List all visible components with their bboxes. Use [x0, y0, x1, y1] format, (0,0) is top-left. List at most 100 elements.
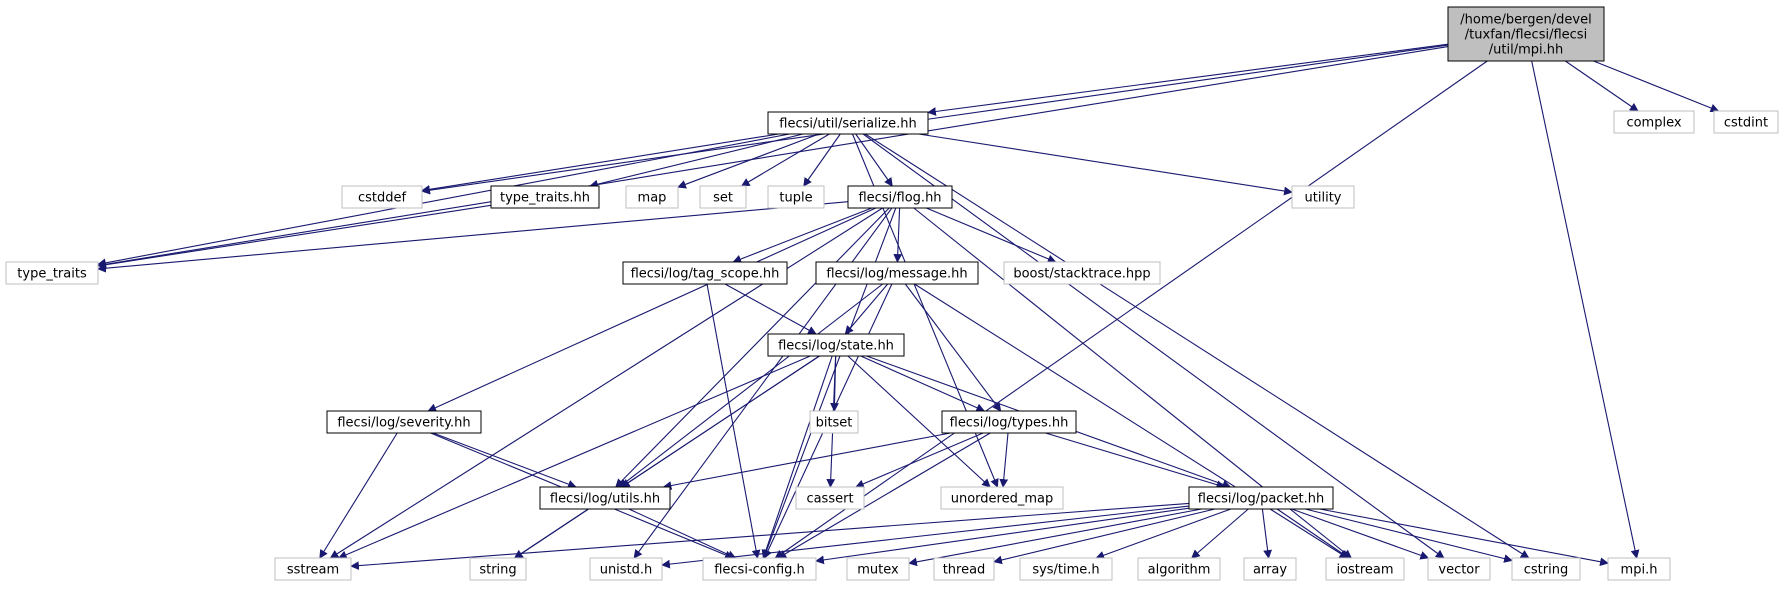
node-box [699, 185, 747, 209]
node-label: tuple [779, 191, 812, 206]
node-label: cstdint [1724, 116, 1768, 131]
edge-root-to-type_traits [97, 46, 1449, 269]
node-box [767, 111, 929, 135]
edge-packet-to-iostream [1276, 508, 1350, 559]
node-packet[interactable]: flecsi/log/packet.hh [1188, 486, 1334, 510]
node-label: cstring [1524, 563, 1568, 578]
edge-serialize-to-type_traits [97, 133, 790, 268]
edge-flog-to-tag_scope [732, 207, 872, 264]
node-box [589, 557, 663, 581]
edge-packet-to-vector [1291, 508, 1430, 560]
node-box [1019, 557, 1113, 581]
node-label: cassert [806, 492, 853, 507]
node-map: map [625, 185, 679, 209]
node-state[interactable]: flecsi/log/state.hh [767, 333, 905, 357]
node-box [1137, 557, 1221, 581]
node-label: flecsi/util/serialize.hh [779, 117, 916, 132]
node-algorithm: algorithm [1137, 557, 1221, 581]
edge-state-to-config [761, 355, 833, 559]
node-box [847, 185, 953, 209]
node-label: bitset [816, 416, 853, 431]
node-label: flecsi/log/state.hh [778, 339, 894, 354]
edge-root-to-cstdint [1593, 60, 1720, 113]
node-box [274, 557, 352, 581]
node-box [5, 261, 99, 285]
node-vector: vector [1427, 557, 1491, 581]
node-cstdint: cstdint [1713, 110, 1779, 134]
node-mutex: mutex [846, 557, 910, 581]
node-message[interactable]: flecsi/log/message.hh [815, 261, 979, 285]
edge-packet-to-mpih [1319, 508, 1609, 567]
edge-packet-to-sstream [350, 502, 1190, 570]
node-box [326, 410, 482, 434]
node-config: flecsi-config.h [702, 557, 817, 581]
edge-serialize-to-utility [918, 133, 1293, 196]
node-mpih: mpi.h [1607, 557, 1671, 581]
edge-serialize-to-flog [855, 133, 893, 187]
node-label: /home/bergen/devel [1460, 13, 1591, 28]
edge-types-to-cassert [855, 432, 984, 488]
node-severity[interactable]: flecsi/log/severity.hh [326, 410, 482, 434]
edge-tag_scope-to-config [706, 283, 761, 559]
edge-flog-to-sstream [329, 207, 883, 559]
edge-root-to-config [774, 60, 1488, 559]
edge-packet-to-thread [993, 508, 1216, 565]
edge-serialize-to-map [677, 133, 820, 189]
node-cassert: cassert [795, 486, 865, 510]
edge-packet-to-systime [1095, 508, 1231, 560]
node-label: flecsi/log/packet.hh [1198, 492, 1324, 507]
edge-state-to-sstream [337, 355, 811, 559]
node-complex: complex [1613, 110, 1695, 134]
edge-root-to-serialize [927, 43, 1449, 116]
node-box [767, 185, 825, 209]
node-serialize[interactable]: flecsi/util/serialize.hh [767, 111, 929, 135]
node-label: flecsi/log/types.hh [950, 416, 1069, 431]
node-tag_scope[interactable]: flecsi/log/tag_scope.hh [622, 261, 788, 285]
node-types[interactable]: flecsi/log/types.hh [941, 410, 1077, 434]
node-label: flecsi/log/message.hh [826, 267, 967, 282]
node-box [1188, 486, 1334, 510]
node-label: iostream [1336, 563, 1393, 578]
node-box [622, 261, 788, 285]
node-box [795, 486, 865, 510]
node-box [1613, 110, 1695, 134]
node-stacktrace: boost/stacktrace.hpp [1003, 261, 1161, 285]
node-label: flecsi-config.h [714, 563, 805, 578]
node-box [933, 557, 995, 581]
edge-flog-to-severity [427, 207, 877, 412]
edge-serialize-to-cstddef [421, 133, 779, 194]
node-box [341, 185, 423, 209]
node-box [1003, 261, 1161, 285]
edge-serialize-to-tuple [803, 133, 841, 187]
node-label: string [479, 563, 516, 578]
edge-packet-to-algorithm [1191, 508, 1249, 559]
edge-types-to-unordered_map [999, 432, 1009, 488]
node-root[interactable]: /home/bergen/devel/tuxfan/flecsi/flecsi/… [1447, 6, 1605, 62]
node-label: type_traits.hh [500, 191, 590, 206]
edge-root-to-mpih [1531, 60, 1640, 559]
node-flog[interactable]: flecsi/flog.hh [847, 185, 953, 209]
node-label: unordered_map [951, 492, 1054, 507]
edge-flog-to-utils [615, 207, 890, 488]
node-box [469, 557, 527, 581]
node-label: flecsi/log/tag_scope.hh [631, 267, 780, 282]
edge-types-to-utils [662, 432, 951, 490]
node-label: type_traits [17, 267, 87, 282]
node-box [1291, 185, 1355, 209]
edge-severity-to-utils [432, 432, 577, 489]
node-box [1325, 557, 1405, 581]
edge-state-to-unordered_map [847, 355, 991, 488]
node-type_traits: type_traits [5, 261, 99, 285]
node-utility: utility [1291, 185, 1355, 209]
node-box [1607, 557, 1671, 581]
node-unistd: unistd.h [589, 557, 663, 581]
node-box [1243, 557, 1297, 581]
node-label: flecsi/log/utils.hh [550, 492, 660, 507]
edge-severity-to-sstream [319, 432, 398, 559]
node-utils[interactable]: flecsi/log/utils.hh [539, 486, 671, 510]
edge-type_traits_hh-to-type_traits [97, 204, 492, 270]
node-box [625, 185, 679, 209]
node-label: thread [943, 563, 986, 578]
node-type_traits_hh[interactable]: type_traits.hh [490, 185, 600, 209]
node-label: complex [1626, 116, 1681, 131]
